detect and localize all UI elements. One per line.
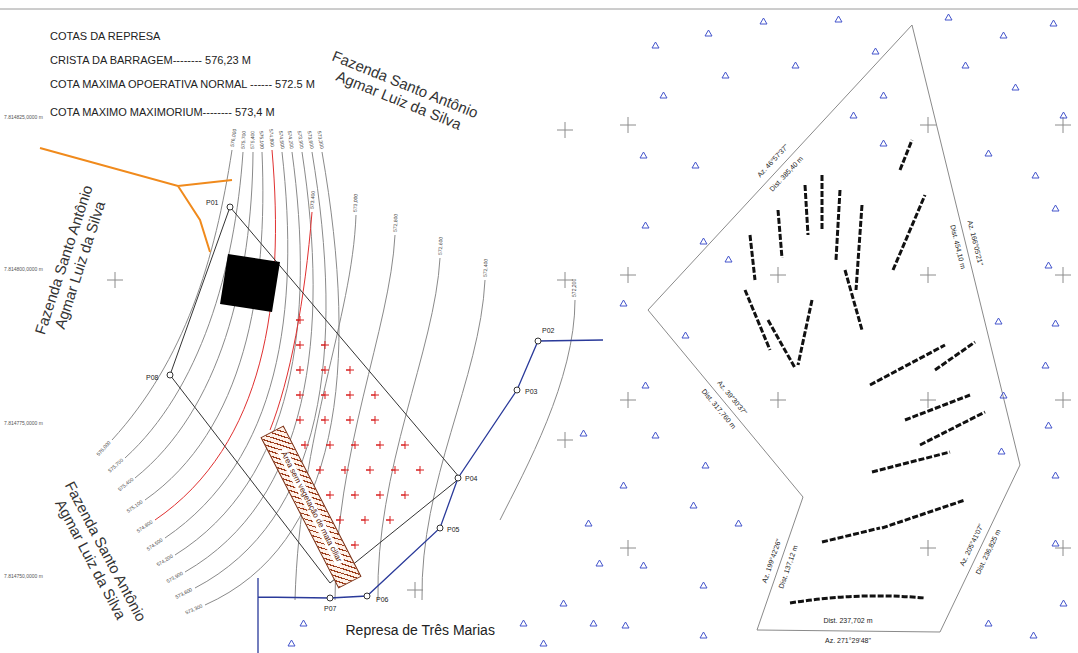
survey-points [167,204,541,601]
hatched-area: Área sem vegetação de mata ciliar [260,426,361,589]
contour-label: 573,900 [296,131,304,150]
bearing-label: Az. 271°29'48" [825,637,871,645]
contour-label: 573,400 [309,191,316,209]
contour-label: 575,100 [258,131,265,149]
contour-line [185,152,313,572]
survey-point [437,525,443,531]
contour-line [155,150,275,520]
survey-point [535,338,541,344]
grid-coordinate: 7.814750,0000 m [4,574,43,580]
contour-line [165,152,288,538]
contour-label: 574,500 [277,131,285,150]
contour-label: 574,500 [146,537,164,552]
survey-point [364,593,370,599]
contour-label: 573,900 [165,571,184,585]
contour-line [422,280,485,600]
contour-line [270,212,312,430]
point-label: P08 [146,374,158,382]
contour-line [500,300,575,520]
survey-point [455,475,461,481]
erosion-lines [745,140,985,603]
point-label: P02 [542,327,554,335]
contour-label: 573,600 [306,131,315,150]
contour-label: 574,200 [286,131,294,150]
contour-label: 572,400 [482,259,489,277]
contour-line [125,152,243,458]
contour-label: 574,200 [156,554,174,568]
property-name: Fazenda Santo Antônio Agmar Luiz da Silv… [41,468,155,642]
point-label: P06 [376,596,388,604]
sheet-border [0,9,1078,10]
contour-line [175,152,300,555]
point-label: P03 [525,388,537,396]
reservoir-boundary [258,340,603,653]
survey-point [167,372,173,378]
building [220,254,280,312]
bearing-label: Az. 199°42'26" [760,537,783,583]
point-label: P05 [447,526,459,534]
distance-label: Dist. 137,12 m [777,544,799,589]
contour-label: 575,100 [126,499,144,514]
distance-label: Dist. 454,10 m [948,224,967,270]
contour-line [135,152,253,478]
point-label: P01 [206,199,218,207]
reservoir-name: Represa de Três Marias [346,622,495,638]
note-text: COTA MAXIMA OPOERATIVA NORMAL ------ 572… [50,78,315,91]
contour-label: 576,000 [230,129,238,148]
contour-label: 575,400 [117,477,135,493]
contour-label: 575,700 [240,131,247,149]
survey-point [514,387,520,393]
bearing-label: Az. 166°05'21" [965,220,984,267]
contour-lines [112,150,575,605]
property-name: Fazenda Santo Antônio Agmar Luiz da Silv… [312,43,491,141]
note-text: COTA MAXIMO MAXIMORIUM-------- 573,4 M [50,106,275,119]
distance-label: Dist. 237,702 m [824,617,873,625]
contour-label: 573,000 [353,194,359,212]
contour-label: 572,800 [392,214,399,232]
contour-label: 576,000 [96,440,112,457]
parcel-outline [170,207,460,583]
contour-label: 573,600 [175,587,194,600]
contour-label: 575,400 [250,131,256,149]
grid-coordinate: 7.814825,0000 m [4,115,43,121]
point-label: P04 [465,475,477,483]
note-text: CRISTA DA BARRAGEM-------- 576,23 M [50,54,251,67]
contour-label: 573,300 [316,131,325,150]
grid-coordinate: 7.814800,0000 m [4,267,43,273]
point-label: P07 [324,605,336,613]
survey-point [327,595,333,601]
contour-label: 575,700 [108,458,125,474]
survey-marks [288,14,1067,646]
contour-label: 574,800 [267,129,274,148]
contour-label: 572,600 [437,237,444,255]
grid-coordinate: 7.814775,0000 m [4,421,43,427]
area-label: Área sem vegetação de mata ciliar [278,448,344,565]
note-heading: COTAS DA REPRESA [50,30,160,43]
parcel-outline [648,25,1020,632]
contour-line [378,258,440,600]
survey-point [227,204,233,210]
contour-label: 573,300 [185,603,204,616]
contour-label: 572,200 [572,279,578,297]
contour-line [112,150,232,440]
contour-label: 574,800 [136,519,154,534]
property-name: Fazenda Santo Antônio Agmar Luiz da Silv… [28,171,115,352]
